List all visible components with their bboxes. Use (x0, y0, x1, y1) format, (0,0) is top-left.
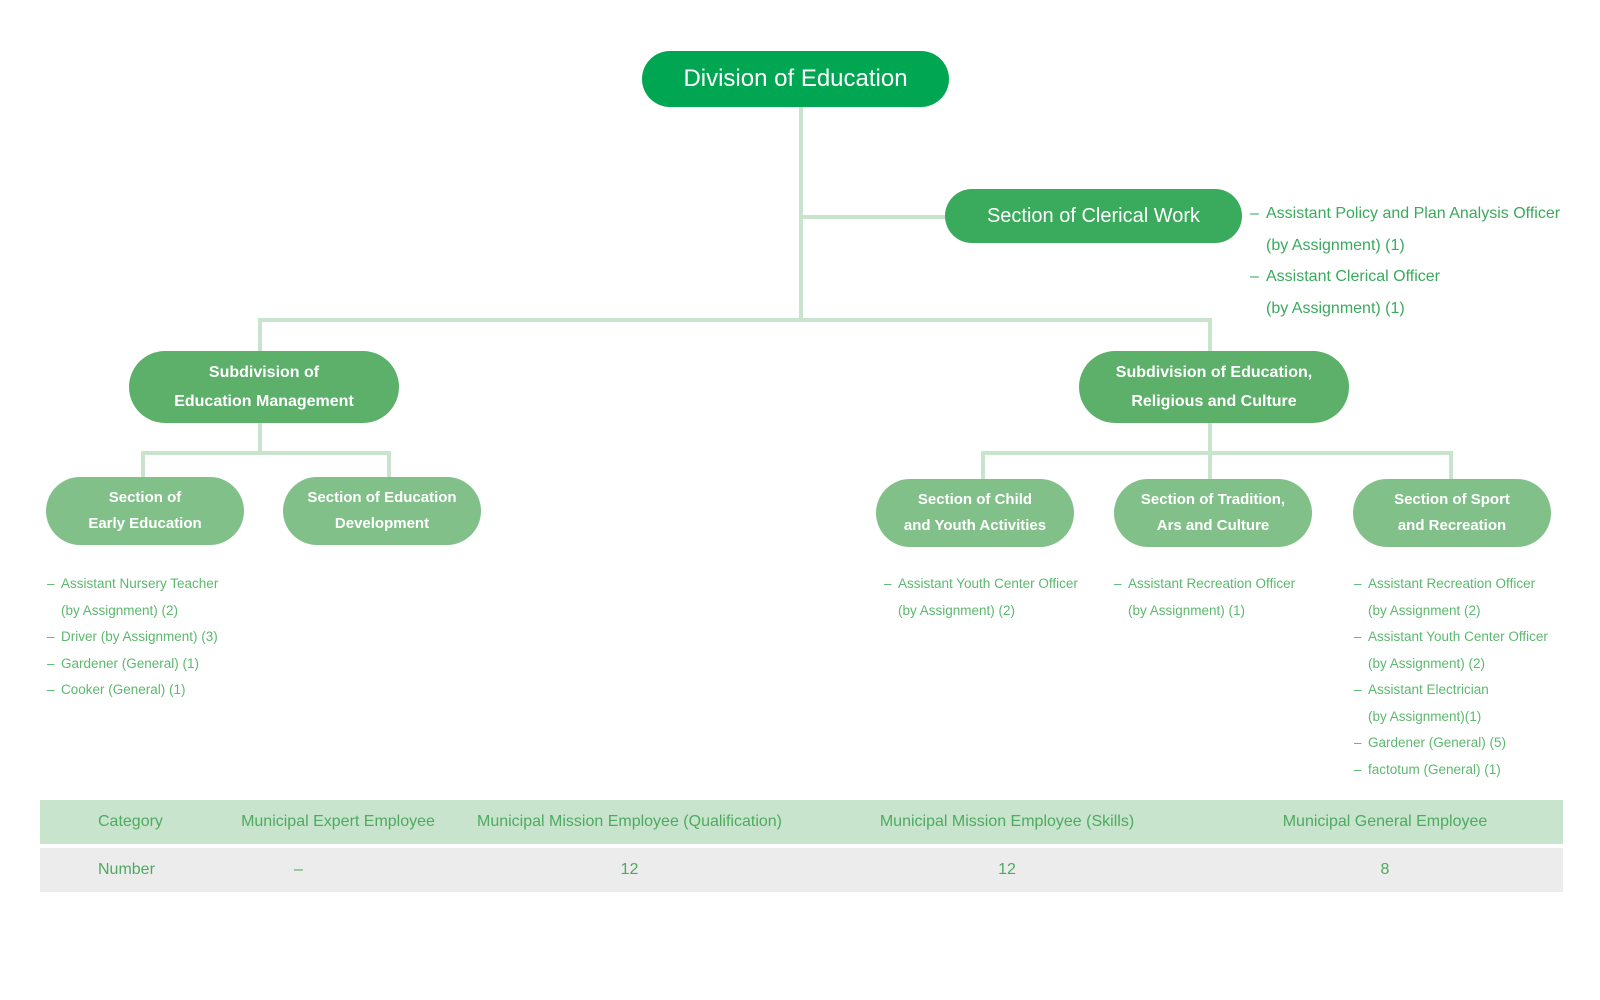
section-line: Section of Tradition, (1140, 491, 1286, 508)
table-header-cell: Municipal Mission Employee (Qualificatio… (476, 813, 782, 830)
staff-item: factotum (General) (1) (1354, 757, 1548, 784)
subdivision-line: Education Management (174, 393, 354, 410)
staff-line: Gardener (General) (1) (61, 655, 200, 671)
section-sport-recreation-node: Section of Sport and Recreation (1353, 479, 1551, 547)
staff-line: (by Assignment)(1) (1368, 708, 1482, 724)
section-tradition-culture-node: Section of Tradition, Ars and Culture (1114, 479, 1312, 547)
table-cell: 12 (620, 861, 639, 878)
staff-line: (by Assignment) (2) (898, 602, 1016, 618)
staff-item: Gardener (General) (1) (47, 651, 218, 678)
early-education-staff-list: Assistant Nursery Teacher (by Assignment… (47, 571, 218, 704)
subdivision-education-management-node: Subdivision of Education Management (129, 351, 399, 423)
clerical-title: Section of Clerical Work (986, 204, 1201, 227)
staff-line: Assistant Clerical Officer (1266, 268, 1440, 285)
subdivision-line: Subdivision of (208, 364, 320, 381)
staff-item: Assistant Recreation Officer (by Assignm… (1354, 571, 1548, 624)
table-header-cell: Category (98, 813, 163, 830)
staff-line: Driver (by Assignment) (3) (61, 629, 218, 644)
sport-recreation-staff-list: Assistant Recreation Officer (by Assignm… (1354, 571, 1548, 783)
section-line: Ars and Culture (1156, 517, 1270, 534)
staff-line: Assistant Youth Center Officer (1368, 629, 1548, 644)
section-line: Early Education (88, 515, 202, 532)
staff-line: Assistant Youth Center Officer (898, 576, 1078, 591)
staff-line: (by Assignment) (1) (1266, 299, 1405, 317)
table-header-row: Category Municipal Expert Employee Munic… (40, 800, 1563, 844)
staff-line: (by Assignment) (2) (1368, 655, 1486, 671)
section-line: Section of Education (307, 489, 457, 506)
staff-item: Assistant Electrician (by Assignment)(1) (1354, 677, 1548, 730)
subdivision-education-religious-culture-node: Subdivision of Education, Religious and … (1079, 351, 1349, 423)
staff-line: Gardener (General) (5) (1368, 735, 1507, 750)
table-cell: – (294, 861, 303, 878)
staff-line: Cooker (General) (1) (61, 682, 186, 697)
subdivision-line: Subdivision of Education, (1115, 364, 1313, 381)
staff-item: Assistant Policy and Plan Analysis Offic… (1250, 198, 1560, 261)
table-cell: Number (98, 861, 155, 878)
staff-item: Assistant Youth Center Officer (by Assig… (1354, 624, 1548, 677)
section-line: Development (334, 515, 430, 532)
staff-item: Cooker (General) (1) (47, 677, 218, 704)
division-title: Division of Education (683, 65, 908, 92)
staff-line: Assistant Policy and Plan Analysis Offic… (1266, 205, 1561, 222)
section-line: and Youth Activities (903, 517, 1047, 534)
staff-line: (by Assignment (2) (1368, 602, 1481, 618)
staff-line: Assistant Nursery Teacher (61, 576, 219, 591)
staff-item: Assistant Nursery Teacher (by Assignment… (47, 571, 218, 624)
section-education-development-node: Section of Education Development (283, 477, 481, 545)
staff-line: factotum (General) (1) (1368, 761, 1501, 777)
staff-item: Assistant Clerical Officer (by Assignmen… (1250, 261, 1560, 324)
section-line: Section of Sport (1394, 491, 1510, 508)
section-line: and Recreation (1397, 517, 1507, 534)
staff-item: Assistant Recreation Officer (by Assignm… (1114, 571, 1295, 624)
staff-line: (by Assignment) (1) (1128, 602, 1246, 618)
staff-line: Assistant Recreation Officer (1368, 576, 1536, 591)
section-clerical-work-node: Section of Clerical Work (945, 189, 1242, 243)
staff-line: (by Assignment) (2) (61, 602, 179, 618)
staff-item: Gardener (General) (5) (1354, 730, 1548, 757)
table-row: Number – 12 12 8 (40, 848, 1563, 892)
section-line: Section of (108, 489, 182, 506)
subdivision-line: Religious and Culture (1131, 393, 1297, 410)
section-child-youth-node: Section of Child and Youth Activities (876, 479, 1074, 547)
division-of-education-node: Division of Education (642, 51, 949, 107)
staff-line: Assistant Recreation Officer (1128, 576, 1296, 591)
table-header-cell: Municipal Mission Employee (Skills) (879, 813, 1135, 830)
staff-item: Assistant Youth Center Officer (by Assig… (884, 571, 1078, 624)
child-youth-staff-list: Assistant Youth Center Officer (by Assig… (884, 571, 1078, 624)
employee-summary-table: Category Municipal Expert Employee Munic… (40, 800, 1563, 892)
section-line: Section of Child (917, 491, 1033, 508)
clerical-staff-list: Assistant Policy and Plan Analysis Offic… (1250, 198, 1560, 324)
table-cell: 12 (998, 861, 1016, 878)
tradition-culture-staff-list: Assistant Recreation Officer (by Assignm… (1114, 571, 1295, 624)
table-cell: 8 (1380, 861, 1390, 878)
table-header-cell: Municipal Expert Employee (241, 813, 435, 830)
section-early-education-node: Section of Early Education (46, 477, 244, 545)
staff-line: (by Assignment) (1) (1266, 236, 1405, 254)
staff-line: Assistant Electrician (1368, 682, 1489, 697)
staff-item: Driver (by Assignment) (3) (47, 624, 218, 651)
table-header-cell: Municipal General Employee (1282, 813, 1488, 830)
